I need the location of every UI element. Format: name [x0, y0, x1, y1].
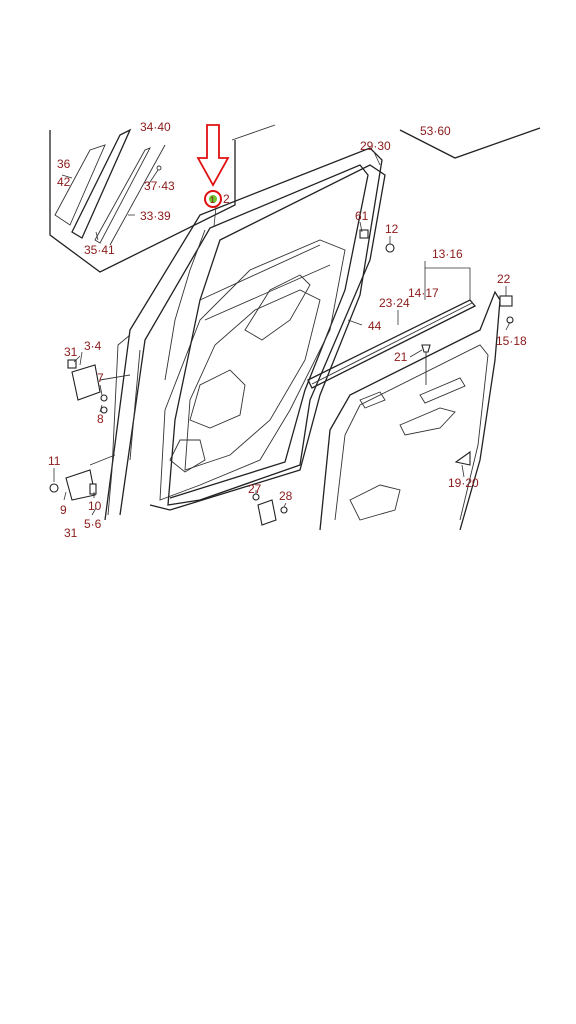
label-10: 10: [88, 499, 102, 513]
door-shell: [104, 147, 383, 521]
small-clips: [359, 229, 514, 466]
label-3-4: 3·4: [84, 339, 102, 353]
label-23-24: 23·24: [379, 296, 410, 310]
label-29-30: 29·30: [360, 139, 391, 153]
label-11: 11: [48, 454, 61, 468]
label-34-40: 34·40: [140, 120, 171, 134]
label-14-17: 14·17: [408, 286, 439, 300]
label-22: 22: [497, 272, 511, 286]
door-weatherstrip: [167, 164, 386, 506]
label-37-43: 37·43: [144, 179, 175, 193]
frame-outline-top: [231, 124, 276, 141]
leader-lines: [53, 151, 511, 516]
label-8: 8: [97, 412, 104, 426]
label-7: 7: [97, 371, 104, 385]
label-35-41: 35·41: [84, 243, 115, 257]
label-12: 12: [385, 222, 399, 236]
down-arrow-icon: [196, 124, 230, 187]
label-28: 28: [279, 489, 293, 503]
lower-hinge: [49, 454, 116, 501]
frame-outline-top-right: [399, 127, 541, 159]
label-36: 36: [57, 157, 71, 171]
label-1: 1: [210, 195, 215, 205]
check-link: [252, 493, 288, 526]
door-trim-panel: [319, 290, 501, 531]
window-glass-inset: [49, 128, 236, 273]
label-33-39: 33·39: [140, 209, 171, 223]
label-9: 9: [60, 503, 67, 517]
label-2: 2: [223, 192, 230, 206]
callout-labels: 34·40 36 42 37·43 33·39 35·41 1 2 29·30 …: [48, 120, 527, 540]
door-parts-diagram: 34·40 36 42 37·43 33·39 35·41 1 2 29·30 …: [48, 120, 541, 540]
upper-hinge: [67, 359, 131, 414]
label-53-60: 53·60: [420, 124, 451, 138]
label-44: 44: [368, 319, 382, 333]
label-15-18: 15·18: [496, 334, 527, 348]
label-13-16: 13·16: [432, 247, 463, 261]
label-61: 61: [355, 209, 369, 223]
label-31-bottom: 31: [64, 526, 78, 540]
label-21: 21: [394, 350, 408, 364]
label-19-20: 19·20: [448, 476, 479, 490]
belt-moulding: [307, 299, 477, 389]
highlight-circle-icon: [204, 190, 222, 208]
label-27: 27: [248, 482, 262, 496]
label-42: 42: [57, 175, 71, 189]
label-5-6: 5·6: [84, 517, 102, 531]
label-31-top: 31: [64, 345, 78, 359]
